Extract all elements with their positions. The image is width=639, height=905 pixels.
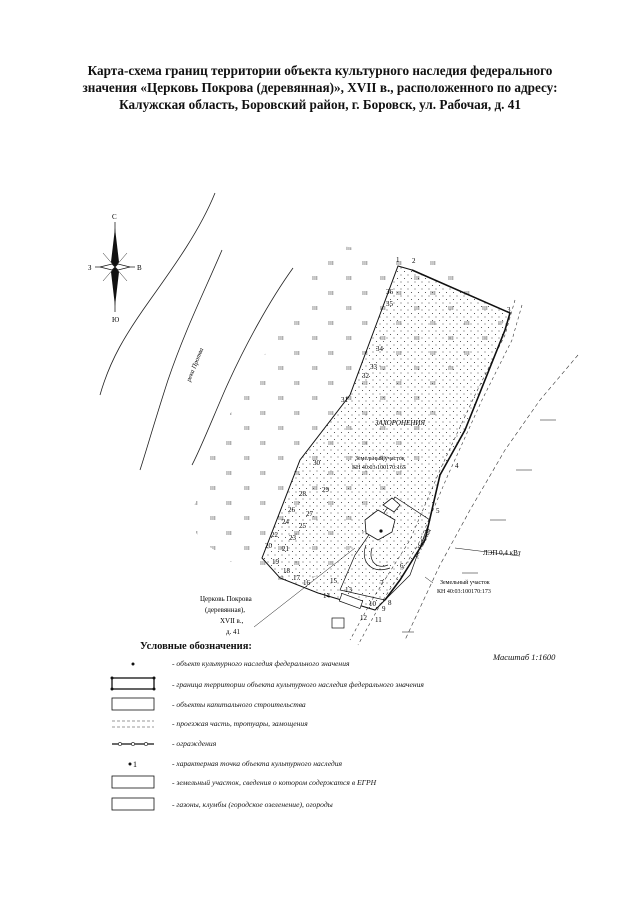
burial-zone-label: ЗАХОРОНЕНИЯ — [375, 419, 425, 427]
legend-row-heritage-object: - объект культурного наследия федерально… — [110, 658, 580, 674]
point-16: 16 — [303, 579, 311, 587]
small-building — [331, 617, 345, 629]
point-13: 13 — [345, 586, 353, 594]
point-21: 21 — [282, 545, 290, 553]
legend-row-parcel: - земельный участок, сведения о котором … — [110, 774, 580, 790]
point-8: 8 — [388, 599, 392, 607]
parcel-173 — [339, 496, 431, 601]
point-4: 4 — [455, 462, 459, 470]
point-19: 19 — [272, 558, 280, 566]
point-26: 26 — [288, 506, 296, 514]
point-14: 14 — [323, 592, 331, 600]
point-23: 23 — [289, 534, 297, 542]
point-25: 25 — [299, 522, 307, 530]
point-22: 22 — [271, 531, 279, 539]
compass-south-label: Ю — [112, 316, 119, 324]
church-label-1: Церковь Покрова — [200, 595, 253, 603]
point-15: 15 — [330, 577, 338, 585]
characteristic-points: 1 2 3 4 5 6 7 8 9 10 11 12 13 14 15 16 1… — [265, 256, 511, 624]
legend-row-boundary: - граница территории объекта культурного… — [110, 676, 580, 692]
south-arrow-icon — [111, 267, 119, 306]
building-legend-icon — [111, 697, 155, 711]
point-29: 29 — [322, 486, 330, 494]
north-arrow-icon — [111, 228, 119, 267]
boundary-legend-icon — [110, 676, 156, 691]
point-2: 2 — [412, 257, 416, 265]
point-31: 31 — [341, 396, 349, 404]
point-10: 10 — [369, 600, 377, 608]
parcel1-label-1: Земельный участок — [355, 455, 405, 462]
river-label: река Протва — [185, 347, 205, 384]
power-line-label: ЛЭП 0,4 кВт — [483, 549, 521, 557]
legend-row-fence: - ограждения — [110, 736, 580, 752]
point-27: 27 — [306, 510, 314, 518]
parcel2-label-2: КН 40:03:100170:173 — [437, 589, 491, 595]
church-label-4: д. 41 — [226, 628, 241, 636]
point-28: 28 — [299, 490, 307, 498]
title-line-1: Карта-схема границ территории объекта ку… — [87, 63, 553, 78]
point-legend-icon: 1 — [128, 760, 137, 769]
point-9: 9 — [382, 605, 386, 613]
point-7: 7 — [380, 579, 384, 587]
point-18: 18 — [283, 567, 291, 575]
point-3: 3 — [507, 306, 511, 314]
point-1: 1 — [396, 256, 400, 264]
point-11: 11 — [375, 616, 382, 624]
legend-row-roads: - проезжая часть, тротуары, замощения — [110, 716, 580, 732]
map-title: Карта-схема границ территории объекта ку… — [60, 62, 580, 113]
heritage-object-icon — [379, 529, 383, 533]
road-legend-icon — [112, 720, 154, 728]
church-label-3: XVII в., — [220, 617, 244, 625]
compass-rose: С Ю З В — [88, 213, 142, 324]
point-17: 17 — [293, 574, 301, 582]
point-20: 20 — [265, 542, 273, 550]
church-label-2: (деревянная), — [205, 606, 245, 614]
point-30: 30 — [313, 459, 321, 467]
point-33: 33 — [370, 363, 378, 371]
point-36: 36 — [386, 288, 394, 296]
title-line-3: Калужская область, Боровский район, г. Б… — [119, 97, 521, 112]
church-building — [364, 497, 401, 570]
legend-row-buildings: - объекты капитального строительства — [110, 696, 580, 712]
parcel2-label-1: Земельный участок — [440, 579, 490, 586]
point-24: 24 — [282, 518, 290, 526]
greenery-legend-icon — [111, 797, 155, 811]
parcel-legend-icon — [111, 775, 155, 789]
outbuilding — [338, 593, 364, 609]
fence-legend-icon — [112, 742, 154, 746]
point-35: 35 — [386, 300, 394, 308]
point-6: 6 — [400, 562, 404, 570]
point-34: 34 — [376, 345, 384, 353]
fence — [384, 269, 511, 601]
point-32: 32 — [362, 372, 370, 380]
point-5: 5 — [436, 507, 440, 515]
parcel1-label-2: КН 40:03:100170:165 — [352, 465, 406, 471]
compass-north-label: С — [112, 213, 117, 221]
heritage-object-legend-icon — [131, 662, 135, 666]
compass-west-label: З — [88, 264, 92, 272]
compass-east-label: В — [137, 264, 142, 272]
scale-label: Масштаб 1:1600 — [493, 652, 556, 662]
svg-text:1: 1 — [133, 760, 137, 769]
legend-row-point: 1 - характерная точка объекта культурног… — [110, 756, 580, 772]
legend-title: Условные обозначения: — [140, 641, 252, 652]
point-12: 12 — [360, 614, 368, 622]
title-line-2: значения «Церковь Покрова (деревянная)»,… — [82, 80, 558, 95]
legend-row-greenery: - газоны, клумбы (городское озеленение),… — [110, 796, 580, 812]
